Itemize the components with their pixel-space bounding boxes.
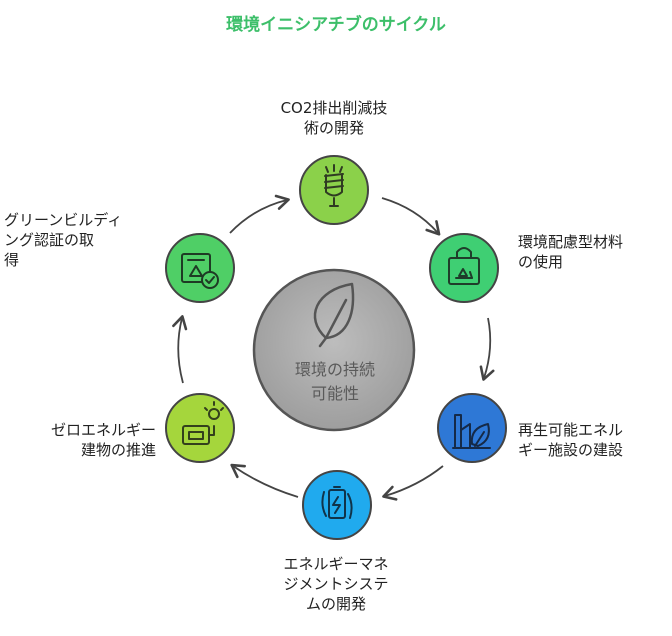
center-label-line-2: 可能性 xyxy=(310,384,359,403)
label-ems-line-1: エネルギーマネ xyxy=(283,555,389,573)
center-circle xyxy=(252,268,416,432)
node-ems[interactable] xyxy=(302,470,372,540)
label-zeb: ゼロエネルギー 建物の推進 xyxy=(4,420,156,460)
label-zeb-line-2: 建物の推進 xyxy=(80,441,156,459)
label-ems-line-3: ムの開発 xyxy=(305,595,366,613)
label-materials-line-2: の使用 xyxy=(518,253,564,271)
label-co2-line-2: 術の開発 xyxy=(303,119,364,137)
label-co2: CO2排出削減技 術の開発 xyxy=(270,98,398,138)
label-green: グリーンビルディ ング認証の取 得 xyxy=(4,210,158,270)
label-green-line-1: グリーンビルディ xyxy=(4,211,123,229)
node-materials[interactable] xyxy=(429,233,499,303)
label-green-line-2: ング認証の取 xyxy=(4,231,95,249)
label-renewable-line-1: 再生可能エネル xyxy=(518,421,624,439)
idea-machine-icon xyxy=(182,401,224,445)
label-materials-line-1: 環境配慮型材料 xyxy=(518,233,624,251)
factory-leaf-icon xyxy=(452,414,491,449)
arrow-co2-to-materials xyxy=(381,197,441,236)
battery-cycle-icon xyxy=(321,486,353,519)
node-green[interactable] xyxy=(165,233,235,303)
label-zeb-line-1: ゼロエネルギー xyxy=(50,421,156,439)
label-ems-line-2: ジメントシステ xyxy=(283,575,389,593)
label-green-line-3: 得 xyxy=(4,251,20,269)
node-zeb[interactable] xyxy=(165,393,235,463)
label-ems: エネルギーマネ ジメントシステ ムの開発 xyxy=(262,554,410,614)
arrow-materials-to-renewable xyxy=(479,317,495,381)
certificate-icon xyxy=(181,253,219,289)
leaf-icon xyxy=(313,282,355,348)
label-renewable: 再生可能エネル ギー施設の建設 xyxy=(518,420,668,460)
diagram-title: 環境イニシアチブのサイクル xyxy=(226,15,446,35)
label-renewable-line-2: ギー施設の建設 xyxy=(518,441,624,459)
lightbulb-icon xyxy=(324,164,344,207)
arrow-renewable-to-ems xyxy=(382,465,444,501)
recycle-bag-icon xyxy=(448,247,480,285)
arrow-zeb-to-green xyxy=(172,315,188,384)
center-label-line-1: 環境の持続 xyxy=(294,360,375,379)
label-co2-line-1: CO2排出削減技 xyxy=(280,99,388,117)
arrow-ems-to-zeb xyxy=(230,463,299,498)
node-renewable[interactable] xyxy=(437,393,507,463)
node-co2[interactable] xyxy=(299,155,369,225)
label-materials: 環境配慮型材料 の使用 xyxy=(518,232,668,272)
center-label: 環境の持続 可能性 xyxy=(270,358,400,406)
arrow-green-to-co2 xyxy=(229,194,290,234)
